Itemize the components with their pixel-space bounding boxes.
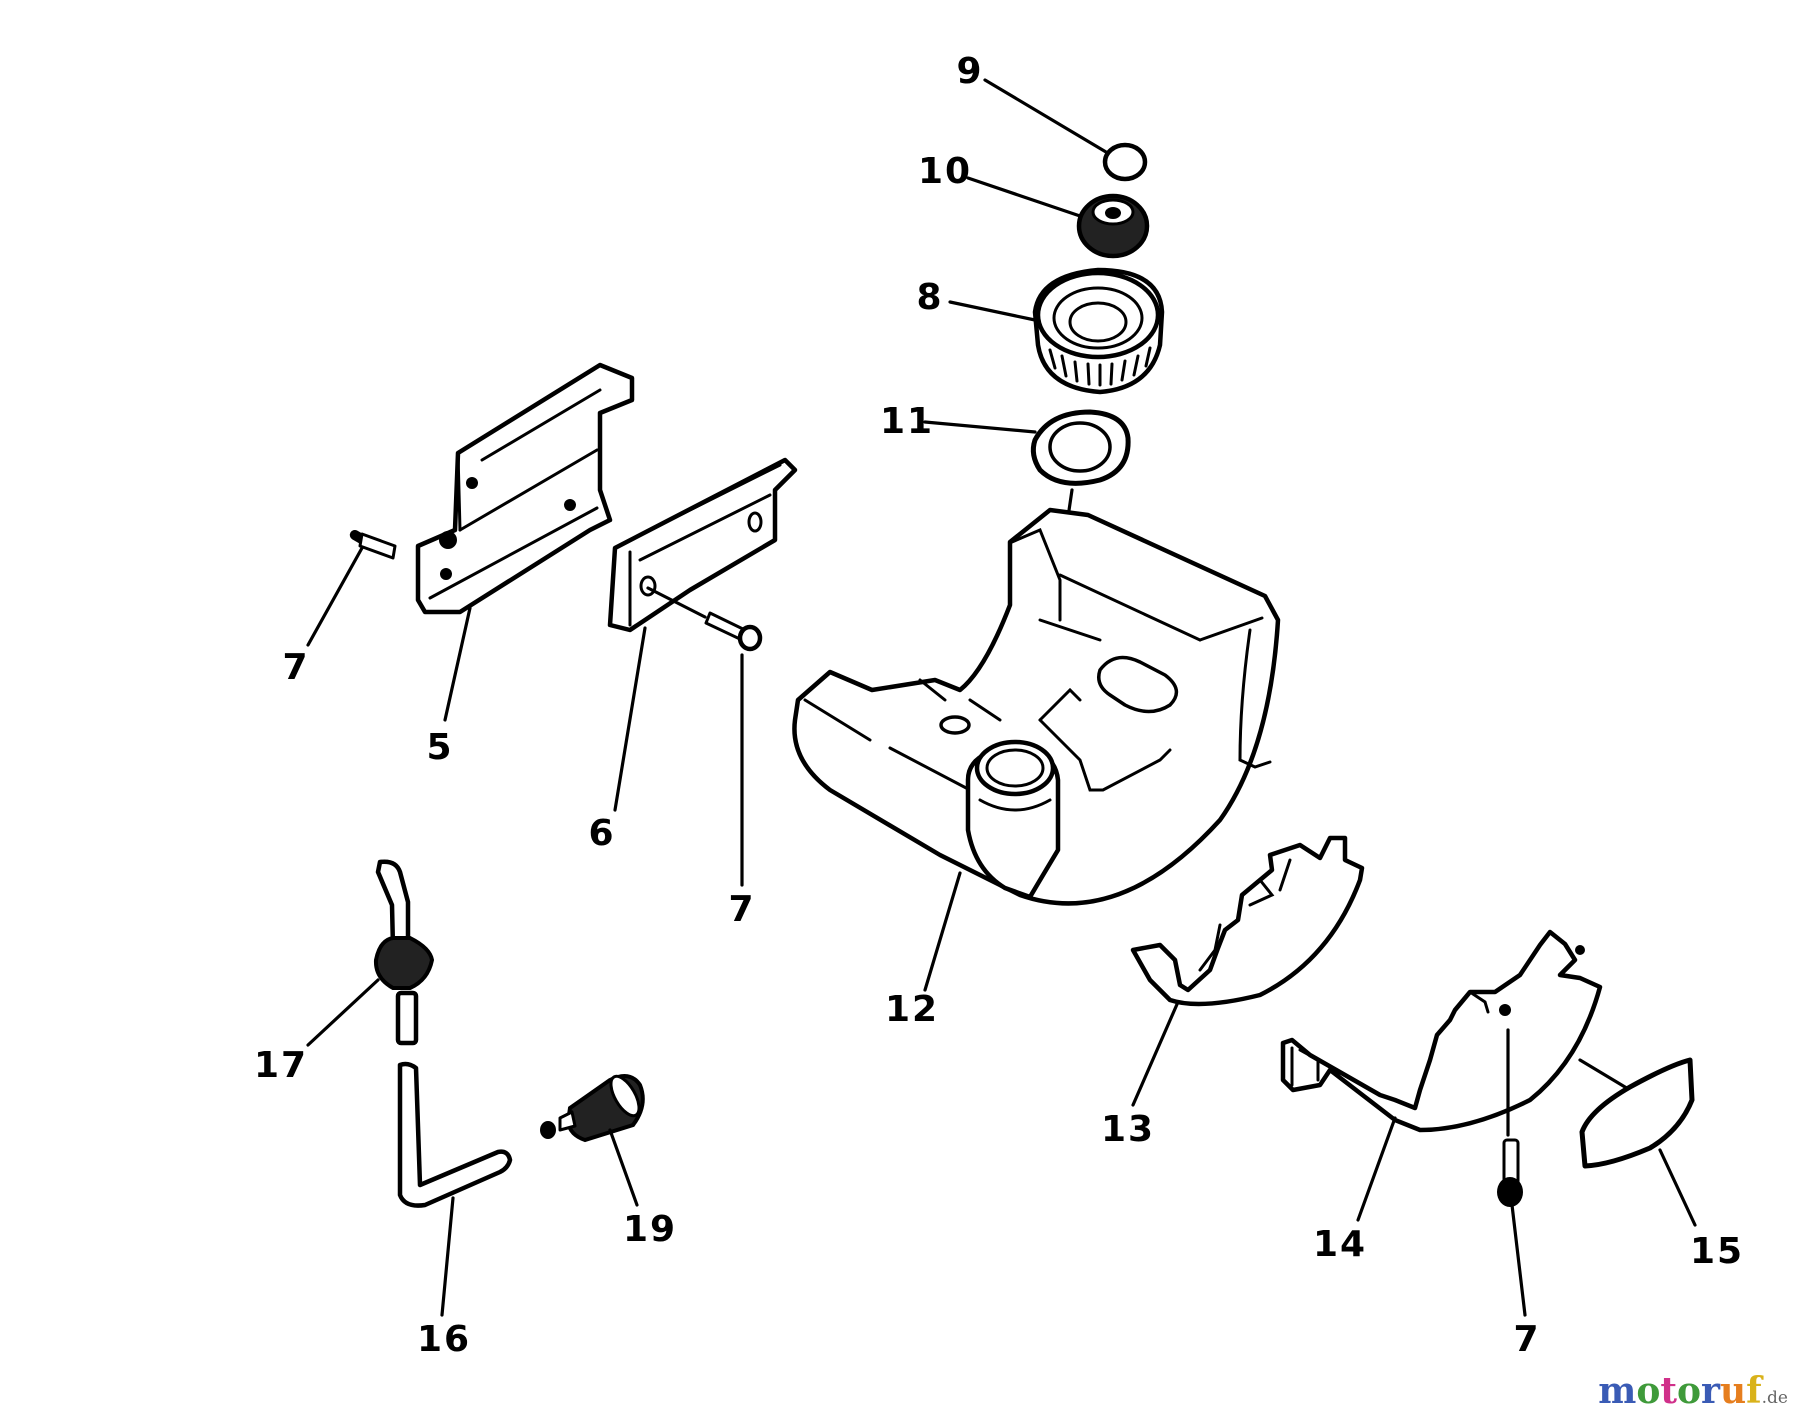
part-7-screw-icon (1497, 1138, 1523, 1207)
callout-8: 8 (916, 277, 944, 318)
callout-7: 7 (282, 647, 310, 688)
logo-letter: u (1719, 1370, 1747, 1412)
part-14-shield-icon (1280, 929, 1603, 1133)
callout-12: 12 (884, 989, 940, 1030)
part-13-shield-icon (1130, 835, 1365, 1007)
callout-11: 11 (879, 401, 935, 442)
callout-7: 7 (1513, 1319, 1541, 1360)
logo-letter: o (1636, 1370, 1661, 1412)
part-19-fuel-filter-icon (540, 1074, 645, 1143)
logo-tld: .de (1761, 1388, 1788, 1408)
part-7-screw-icon (704, 611, 763, 652)
callout-5: 5 (426, 727, 454, 768)
part-5-bracket-icon (415, 362, 635, 615)
callout-14: 14 (1312, 1224, 1368, 1265)
logo-letter: t (1660, 1370, 1677, 1412)
logo-letter: r (1700, 1370, 1720, 1412)
part-10-knob-icon (1076, 193, 1150, 259)
logo-letter: o (1676, 1370, 1701, 1412)
motoruf-logo: motoruf.de (1598, 1373, 1788, 1409)
callout-15: 15 (1689, 1231, 1745, 1272)
callout-10: 10 (917, 151, 973, 192)
part-12-fuel-tank-icon (792, 507, 1281, 906)
part-16-fuel-hose-icon (397, 1061, 513, 1208)
part-17-fuel-filter-hose-icon (373, 859, 435, 1046)
callout-7: 7 (728, 889, 756, 930)
logo-letter: m (1598, 1370, 1637, 1412)
part-6-bracket-icon (607, 457, 798, 633)
callout-9: 9 (956, 51, 984, 92)
callout-16: 16 (416, 1319, 472, 1360)
callout-19: 19 (622, 1209, 678, 1250)
callout-17: 17 (253, 1045, 309, 1086)
part-9-cap-disc-icon (1102, 142, 1148, 182)
callout-6: 6 (588, 813, 616, 854)
part-7-screw-icon (349, 530, 397, 560)
callout-13: 13 (1100, 1109, 1156, 1150)
part-8-fuel-cap-icon (1032, 267, 1165, 395)
logo-letter: f (1746, 1370, 1762, 1412)
part-11-gasket-icon (1030, 409, 1131, 486)
part-15-plate-icon (1579, 1057, 1695, 1169)
